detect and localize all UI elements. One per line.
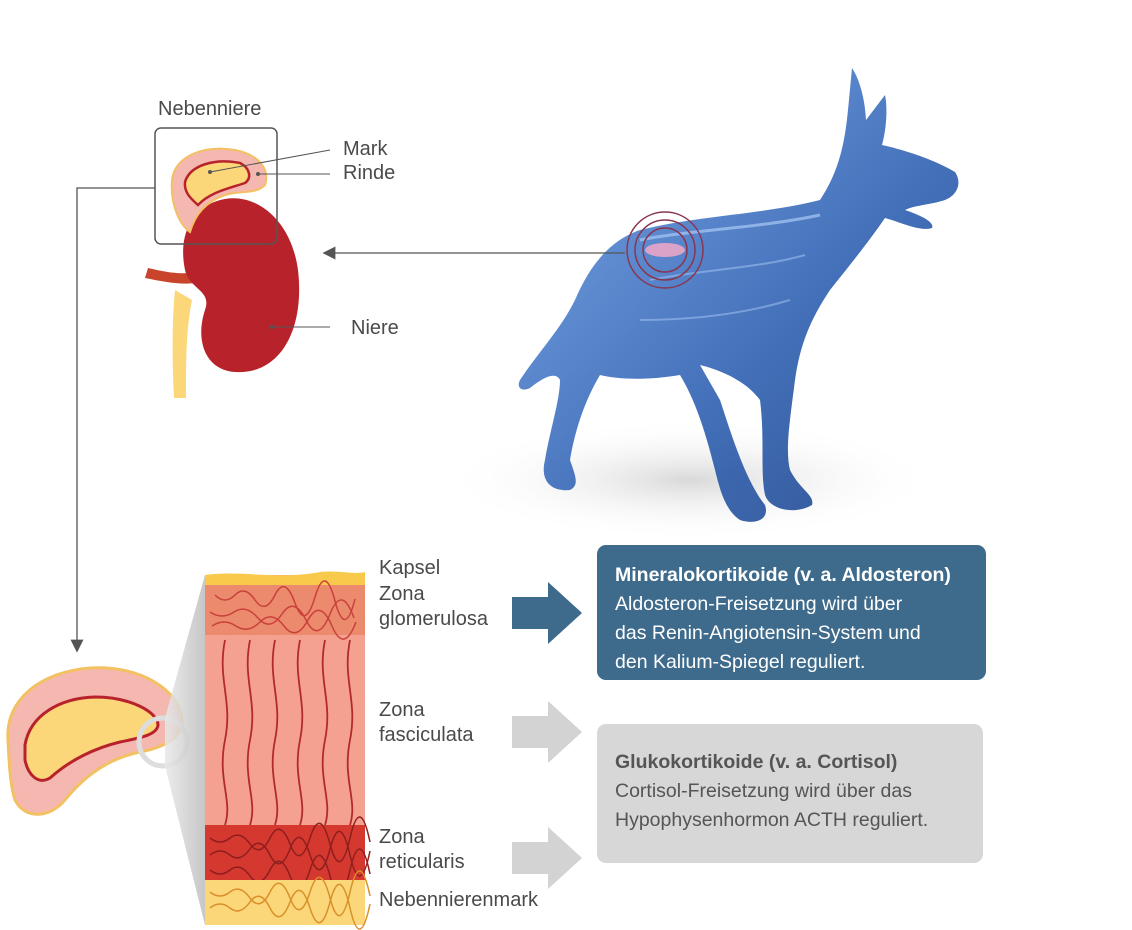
mark-leader (209, 149, 331, 173)
arrow-fasciculata (512, 701, 582, 763)
label-zona-reticularis-line1: Zona (379, 826, 425, 848)
label-zona-fasciculata: Zona fasciculata (379, 698, 474, 748)
label-mark: Mark (343, 138, 388, 160)
mineralokortikoide-box: Mineralokortikoide (v. a. Aldosteron) Al… (597, 545, 986, 680)
glukokortikoide-line1: Cortisol-Freisetzung wird über das (615, 780, 912, 802)
mineralokortikoide-line2: das Renin-Angiotensin-System und (615, 622, 921, 644)
label-zona-glomerulosa: Zona glomerulosa (379, 582, 488, 632)
adrenal-cross-section (6, 666, 190, 816)
mineralokortikoide-title: Mineralokortikoide (v. a. Aldosteron) (615, 564, 951, 586)
label-zona-glomerulosa-line1: Zona (379, 583, 425, 605)
arrow-glomerulosa (512, 582, 582, 644)
label-zona-fasciculata-line2: fasciculata (379, 724, 474, 746)
label-zona-fasciculata-line1: Zona (379, 699, 425, 721)
dog-illustration (518, 68, 959, 522)
label-zona-reticularis-line2: reticularis (379, 851, 465, 873)
box-to-adrenal-connector (70, 187, 155, 653)
mineralokortikoide-line1: Aldosteron-Freisetzung wird über (615, 593, 903, 615)
kidney-illustration (145, 147, 300, 398)
label-nebennierenmark: Nebennierenmark (379, 889, 538, 911)
glukokortikoide-title: Glukokortikoide (v. a. Cortisol) (615, 751, 898, 773)
zoom-cone (165, 575, 205, 925)
mineralokortikoide-line3: den Kalium-Spiegel reguliert. (615, 651, 866, 673)
arrow-reticularis (512, 827, 582, 889)
glukokortikoide-line2: Hypophysenhormon ACTH reguliert. (615, 809, 929, 831)
glukokortikoide-box: Glukokortikoide (v. a. Cortisol) Cortiso… (597, 724, 983, 863)
nebenniere-zoom-box (154, 127, 278, 245)
tissue-strip (205, 571, 371, 930)
label-zona-glomerulosa-line2: glomerulosa (379, 608, 488, 630)
label-rinde: Rinde (343, 162, 396, 184)
label-zona-reticularis: Zona reticularis (379, 825, 465, 875)
label-kapsel: Kapsel (379, 557, 441, 579)
label-nebenniere: Nebenniere (158, 98, 262, 120)
label-niere: Niere (351, 317, 399, 339)
dog-shadow (440, 420, 940, 540)
